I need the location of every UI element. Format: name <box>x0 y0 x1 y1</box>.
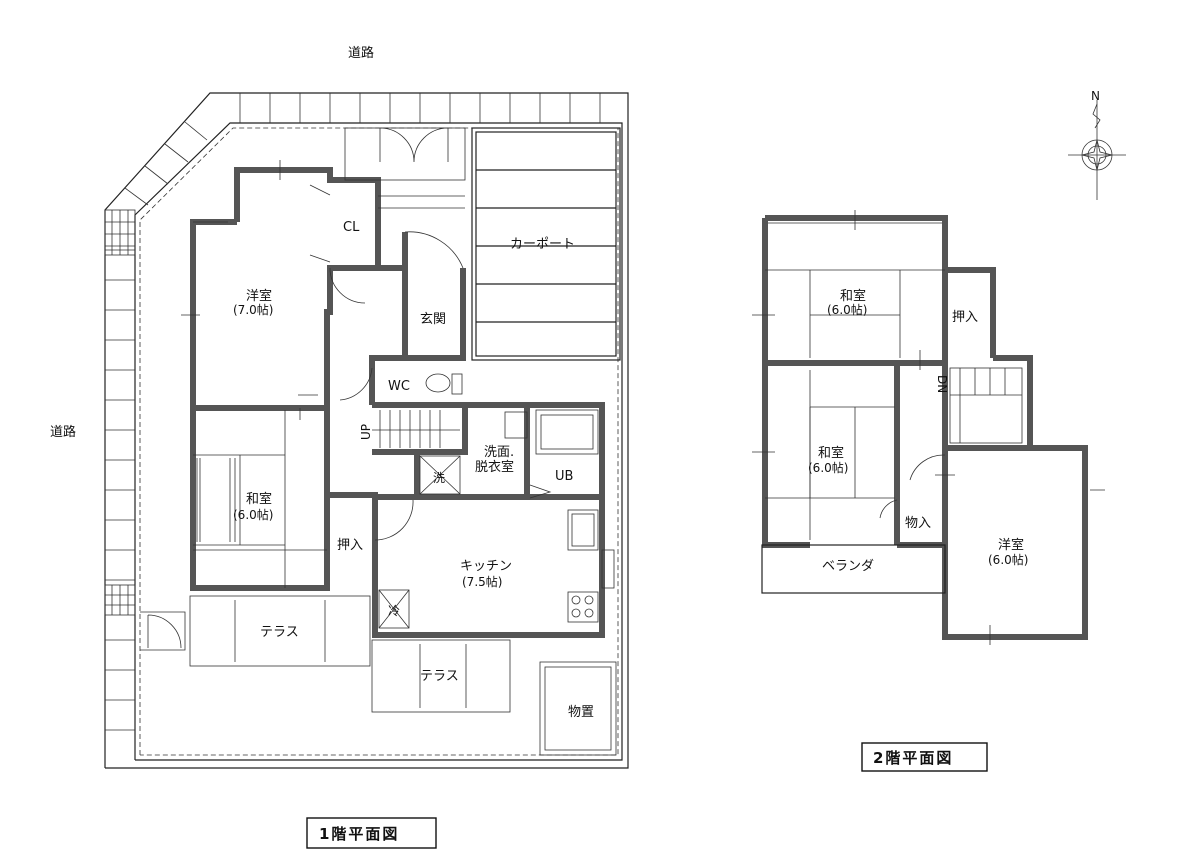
kitchen-size: (7.5帖) <box>462 574 502 589</box>
yoshitsu-size: (7.0帖) <box>233 302 273 317</box>
f2-washitsu-a-size: (6.0帖) <box>827 302 867 317</box>
compass-icon <box>1068 100 1126 200</box>
yoshitsu-name: 洋室 <box>246 288 272 304</box>
wc-label: WC <box>388 379 410 394</box>
f2-yoshitsu-name: 洋室 <box>998 537 1024 553</box>
terrace-b-label: テラス <box>420 669 459 684</box>
floor1-title-box <box>306 817 437 849</box>
stairs-down-label: DN <box>935 375 949 393</box>
floor2-walls <box>761 215 1088 640</box>
f2-monoire-label: 物入 <box>905 516 931 531</box>
washitsu-name: 和室 <box>246 491 272 507</box>
carport-label: カーポート <box>510 237 575 252</box>
road-label-top: 道路 <box>348 45 374 61</box>
washer-label: 洗 <box>433 471 445 485</box>
floor1-walls <box>190 127 621 638</box>
floor1-details <box>181 160 617 756</box>
f2-yoshitsu-size: (6.0帖) <box>988 552 1028 567</box>
north-label: N <box>1091 89 1100 103</box>
closet-label: CL <box>343 220 360 235</box>
f2-washitsu-b-name: 和室 <box>818 445 844 461</box>
stairs-up-label: UP <box>359 424 373 440</box>
floor1-title: 1階平面図 <box>319 825 399 843</box>
kitchen-name: キッチン <box>460 559 512 574</box>
veranda-label: ベランダ <box>822 559 874 574</box>
senmen-label-2: 脱衣室 <box>475 459 514 475</box>
unit-bath-label: UB <box>555 469 573 484</box>
genkan-label: 玄関 <box>420 312 446 327</box>
floor2-title-box <box>861 742 988 772</box>
senmen-label-1: 洗面. <box>484 445 514 460</box>
road-label-left: 道路 <box>50 424 76 440</box>
storage-label: 物置 <box>568 705 594 720</box>
floor2-details <box>752 210 1105 645</box>
oshiire-label: 押入 <box>337 538 363 553</box>
terrace-a-label: テラス <box>260 625 299 640</box>
f2-oshiire-label: 押入 <box>952 310 978 325</box>
floor2-title: 2階平面図 <box>873 749 953 767</box>
f2-washitsu-a-name: 和室 <box>840 288 866 304</box>
fridge-label: 冷 <box>388 604 400 618</box>
f2-washitsu-b-size: (6.0帖) <box>808 460 848 475</box>
washitsu-size: (6.0帖) <box>233 507 273 522</box>
